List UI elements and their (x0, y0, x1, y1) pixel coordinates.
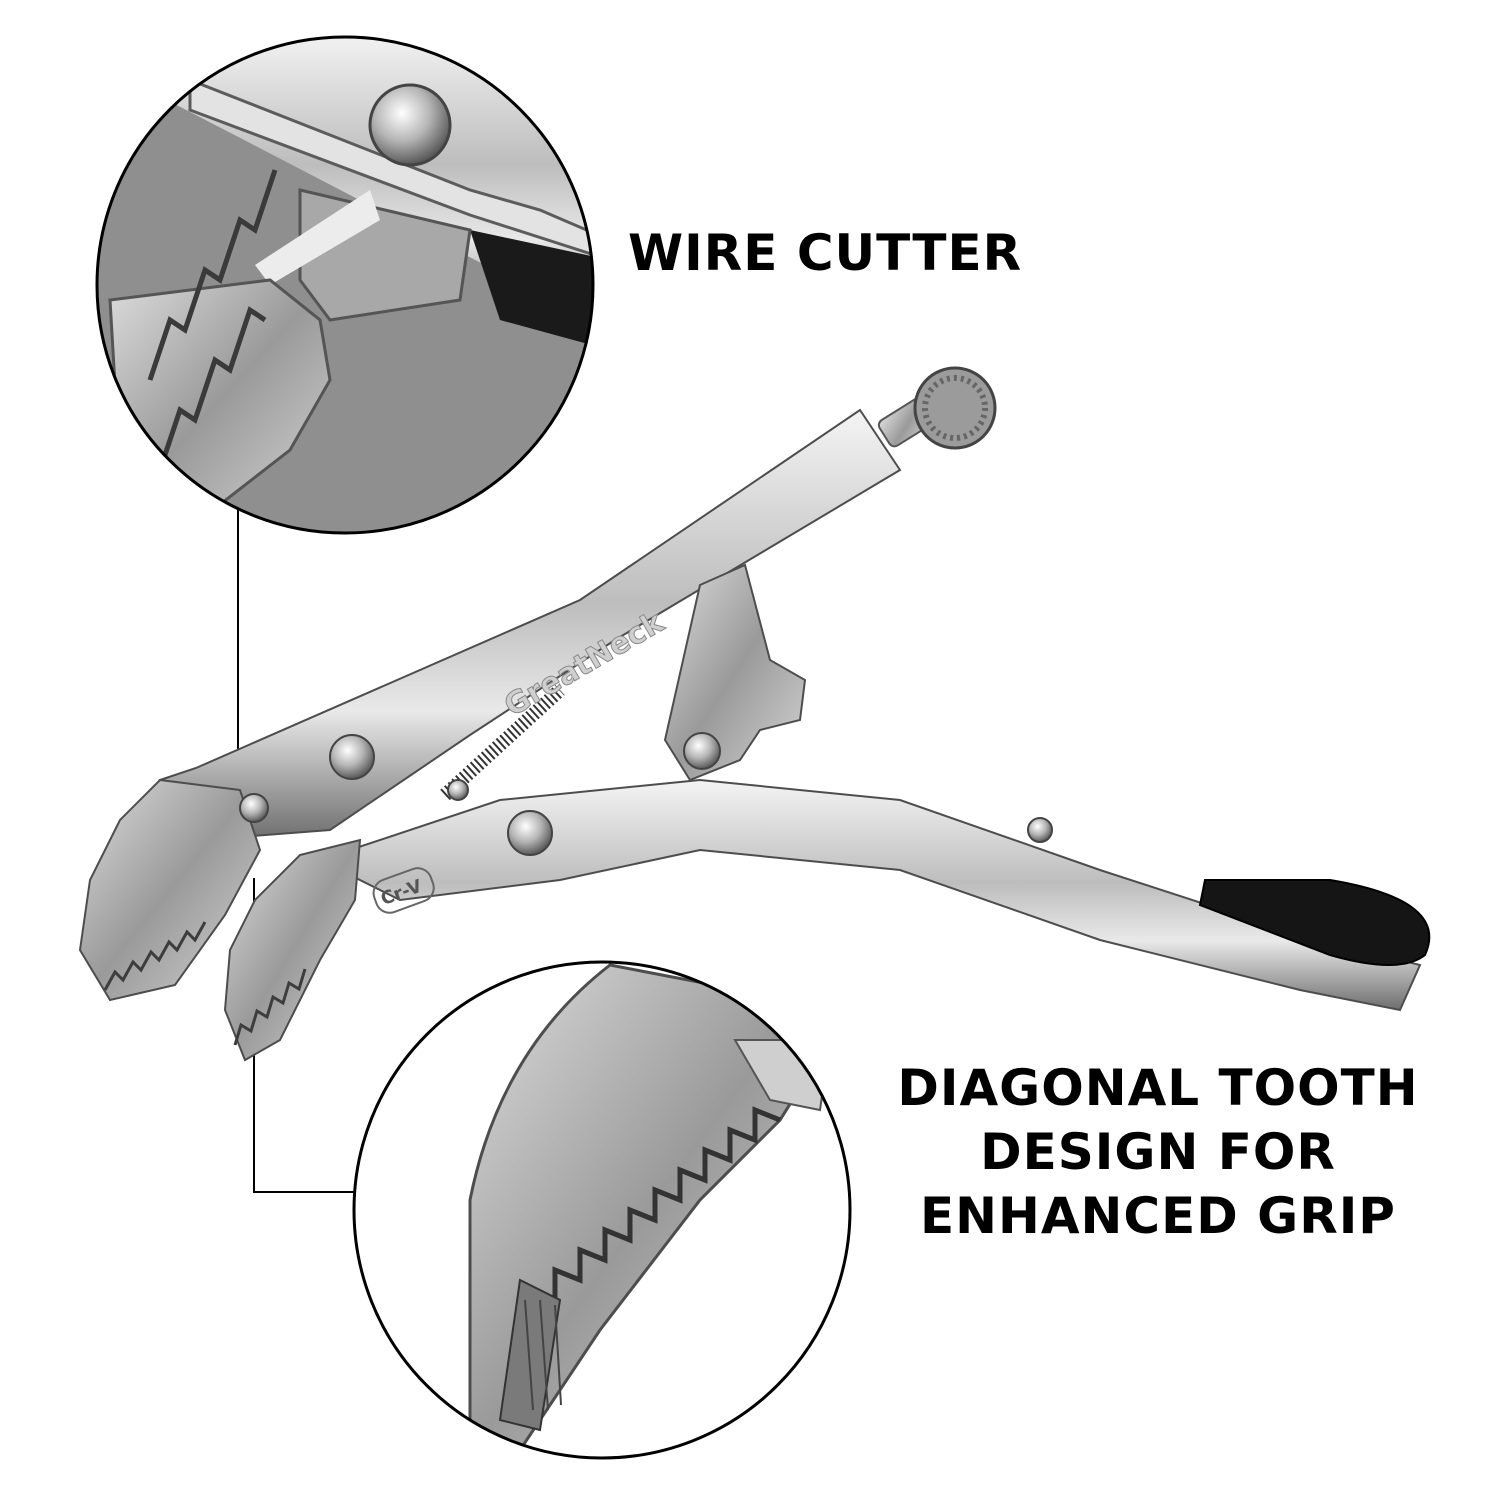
upper-jaw-teeth (103, 921, 207, 991)
wire-cutter-label: WIRE CUTTER (628, 224, 1023, 282)
handle-grip-tip (1198, 879, 1431, 966)
locking-pliers: GreatNeck Cr-V (78, 366, 1431, 1062)
rivet (329, 734, 375, 780)
lower-handle (317, 778, 1422, 1012)
release-lever (663, 563, 807, 782)
rivet (1027, 817, 1053, 843)
material-stamp-frame (372, 867, 435, 914)
diagonal-tooth-zoom (352, 960, 852, 1460)
lower-jaw (223, 838, 362, 1062)
rivet (447, 779, 469, 801)
rivet (507, 810, 553, 856)
diagonal-tooth-label: DIAGONAL TOOTH DESIGN FOR ENHANCED GRIP (868, 1056, 1448, 1248)
rivet (239, 793, 269, 823)
wire-cutter-zoom (95, 35, 595, 535)
lower-jaw-teeth (233, 968, 307, 1046)
spring (440, 684, 565, 801)
diagonal-tooth-label-line-2: DESIGN FOR (980, 1123, 1336, 1181)
diagonal-tooth-label-line-1: DIAGONAL TOOTH (897, 1059, 1419, 1117)
diagonal-tooth-label-line-3: ENHANCED GRIP (920, 1187, 1396, 1245)
rivet (683, 732, 721, 770)
upper-handle (158, 408, 902, 842)
